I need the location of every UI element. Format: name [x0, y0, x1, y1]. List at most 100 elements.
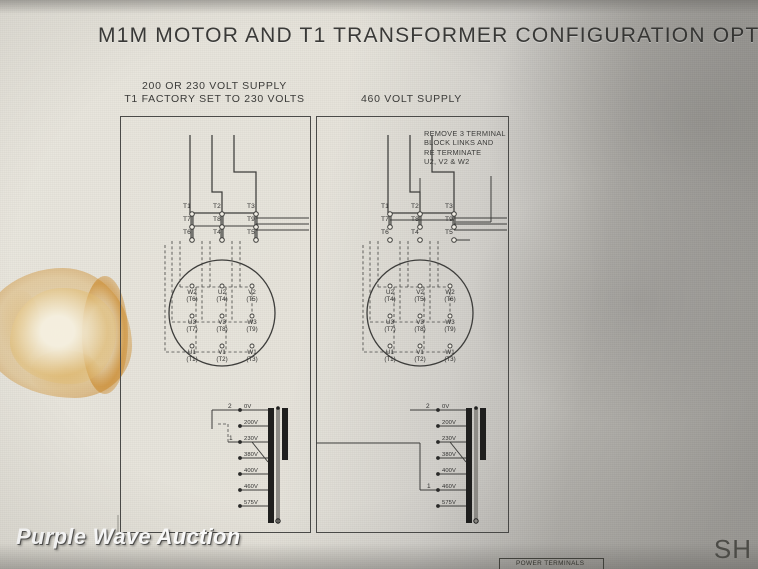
- right-motor-r2c3-name: W3: [445, 319, 455, 326]
- left-motor-r3c1: U1 (T1): [180, 349, 204, 364]
- left-motor-r3c2-name: V1: [218, 349, 226, 356]
- panel-left-header-line1: 200 OR 230 VOLT SUPPLY: [142, 80, 287, 92]
- left-terminal-T8: T8: [213, 216, 221, 223]
- right-terminal-T6: T6: [381, 229, 389, 236]
- right-motor-r3c2-name: V1: [416, 349, 424, 356]
- left-motor-r3c3-tag: (T3): [246, 356, 258, 364]
- right-motor-r3c3-tag: (T3): [444, 356, 456, 364]
- left-motor-r2c1-name: U3: [188, 319, 196, 326]
- right-motor-r1c1: U2 (T4): [378, 289, 402, 304]
- left-terminal-T4: T4: [213, 229, 221, 236]
- right-lead-1: 1: [427, 483, 431, 490]
- right-motor-r2c2: V3 (T8): [408, 319, 432, 334]
- panel-left-header-line2: T1 FACTORY SET TO 230 VOLTS: [124, 93, 305, 105]
- left-tap-380v: 380V: [244, 452, 258, 458]
- note-line-1: REMOVE 3 TERMINAL: [424, 129, 506, 138]
- note-line-3: RE TERMINATE: [424, 147, 482, 157]
- panel-right-header-line1: 460 VOLT SUPPLY: [361, 93, 462, 105]
- left-motor-r1c2-name: U2: [218, 289, 226, 296]
- sheet-mark: SH: [713, 534, 752, 564]
- right-motor-r3c3: W1 (T3): [438, 349, 462, 364]
- right-terminal-T9: T9: [445, 216, 453, 223]
- right-terminal-T4: T4: [411, 229, 419, 236]
- left-motor-r3c2-tag: (T2): [216, 356, 228, 364]
- right-motor-r3c2: V1 (T2): [408, 349, 432, 364]
- note-line-2: BLOCK LINKS AND: [424, 138, 494, 148]
- panel-right-frame: [316, 116, 509, 533]
- left-terminal-T3: T3: [247, 203, 255, 210]
- left-motor-r3c1-name: U1: [188, 349, 196, 356]
- right-lead-2: 2: [426, 403, 430, 410]
- right-terminal-T3: T3: [445, 203, 453, 210]
- left-motor-r2c3-name: W3: [247, 319, 257, 326]
- left-lead-1: 1: [229, 435, 233, 442]
- left-motor-r1c1-name: W2: [187, 289, 197, 296]
- left-terminal-T7: T7: [183, 216, 191, 223]
- right-motor-r3c1-tag: (T1): [384, 356, 396, 364]
- left-terminal-T6: T6: [183, 229, 191, 236]
- left-motor-r1c2-tag: (T4): [216, 296, 228, 304]
- left-motor-r2c3-tag: (T9): [246, 326, 258, 334]
- right-motor-r2c2-name: V3: [416, 319, 424, 326]
- left-tap-200v: 200V: [244, 420, 258, 426]
- left-motor-r2c1-tag: (T7): [186, 326, 198, 334]
- right-tap-575v: 575V: [442, 500, 456, 506]
- left-motor-r1c1-tag: (T6): [186, 296, 198, 304]
- left-terminal-T1: T1: [183, 203, 191, 210]
- right-motor-r1c2-name: V2: [416, 289, 424, 296]
- panel-left-header: 200 OR 230 VOLT SUPPLY T1 FACTORY SET TO…: [120, 80, 309, 106]
- right-terminal-T5: T5: [445, 229, 453, 236]
- right-tap-200v: 200V: [442, 420, 456, 426]
- left-motor-r2c2: V3 (T8): [210, 319, 234, 334]
- right-motor-r3c2-tag: (T2): [414, 356, 426, 364]
- right-tap-460v: 460V: [442, 484, 456, 490]
- right-tap-380v: 380V: [442, 452, 456, 458]
- right-motor-r3c3-name: W1: [445, 349, 455, 356]
- right-terminal-T2: T2: [411, 203, 419, 210]
- left-tap-400v: 400V: [244, 468, 258, 474]
- left-tap-575v: 575V: [244, 500, 258, 506]
- right-motor-r1c1-name: U2: [386, 289, 394, 296]
- left-motor-r1c2: U2 (T4): [210, 289, 234, 304]
- left-motor-r3c3-name: W1: [247, 349, 257, 356]
- left-motor-r3c3: W1 (T3): [240, 349, 264, 364]
- right-motor-r1c3-name: W2: [445, 289, 455, 296]
- left-motor-r2c1: U3 (T7): [180, 319, 204, 334]
- top-shadow-band: [0, 0, 758, 14]
- right-motor-r3c1-name: U1: [386, 349, 394, 356]
- left-motor-r3c1-tag: (T1): [186, 356, 198, 364]
- right-motor-r1c3-tag: (T6): [444, 296, 456, 304]
- left-motor-r1c3-name: V2: [248, 289, 256, 296]
- right-motor-r1c1-tag: (T4): [384, 296, 396, 304]
- left-tap-230v: 230V: [244, 436, 258, 442]
- right-motor-r2c1: U3 (T7): [378, 319, 402, 334]
- terminal-link-note: REMOVE 3 TERMINAL BLOCK LINKS AND RE TER…: [424, 129, 506, 167]
- left-motor-r2c2-tag: (T8): [216, 326, 228, 334]
- right-motor-r3c1: U1 (T1): [378, 349, 402, 364]
- right-terminal-T1: T1: [381, 203, 389, 210]
- right-motor-r1c2-tag: (T5): [414, 296, 426, 304]
- left-terminal-T2: T2: [213, 203, 221, 210]
- left-terminal-T5: T5: [247, 229, 255, 236]
- right-motor-r2c2-tag: (T8): [414, 326, 426, 334]
- left-tap-0v: 0V: [244, 404, 252, 410]
- left-motor-r3c2: V1 (T2): [210, 349, 234, 364]
- note-line-4: U2, V2 & W2: [424, 157, 470, 167]
- page-title: M1M MOTOR AND T1 TRANSFORMER CONFIGURATI…: [98, 24, 758, 47]
- right-tap-230v: 230V: [442, 436, 456, 442]
- right-motor-r2c3: W3 (T9): [438, 319, 462, 334]
- left-motor-r1c3-tag: (T5): [246, 296, 258, 304]
- power-terminals-box: [499, 558, 604, 569]
- left-tap-460v: 460V: [244, 484, 258, 490]
- right-motor-r2c1-tag: (T7): [384, 326, 396, 334]
- left-motor-r1c3: V2 (T5): [240, 289, 264, 304]
- left-terminal-T9: T9: [247, 216, 255, 223]
- right-tap-400v: 400V: [442, 468, 456, 474]
- right-motor-r1c3: W2 (T6): [438, 289, 462, 304]
- right-terminal-T7: T7: [381, 216, 389, 223]
- right-motor-r2c3-tag: (T9): [444, 326, 456, 334]
- watermark-text: Purple Wave Auction: [16, 524, 241, 549]
- left-motor-r2c2-name: V3: [218, 319, 226, 326]
- right-terminal-T8: T8: [411, 216, 419, 223]
